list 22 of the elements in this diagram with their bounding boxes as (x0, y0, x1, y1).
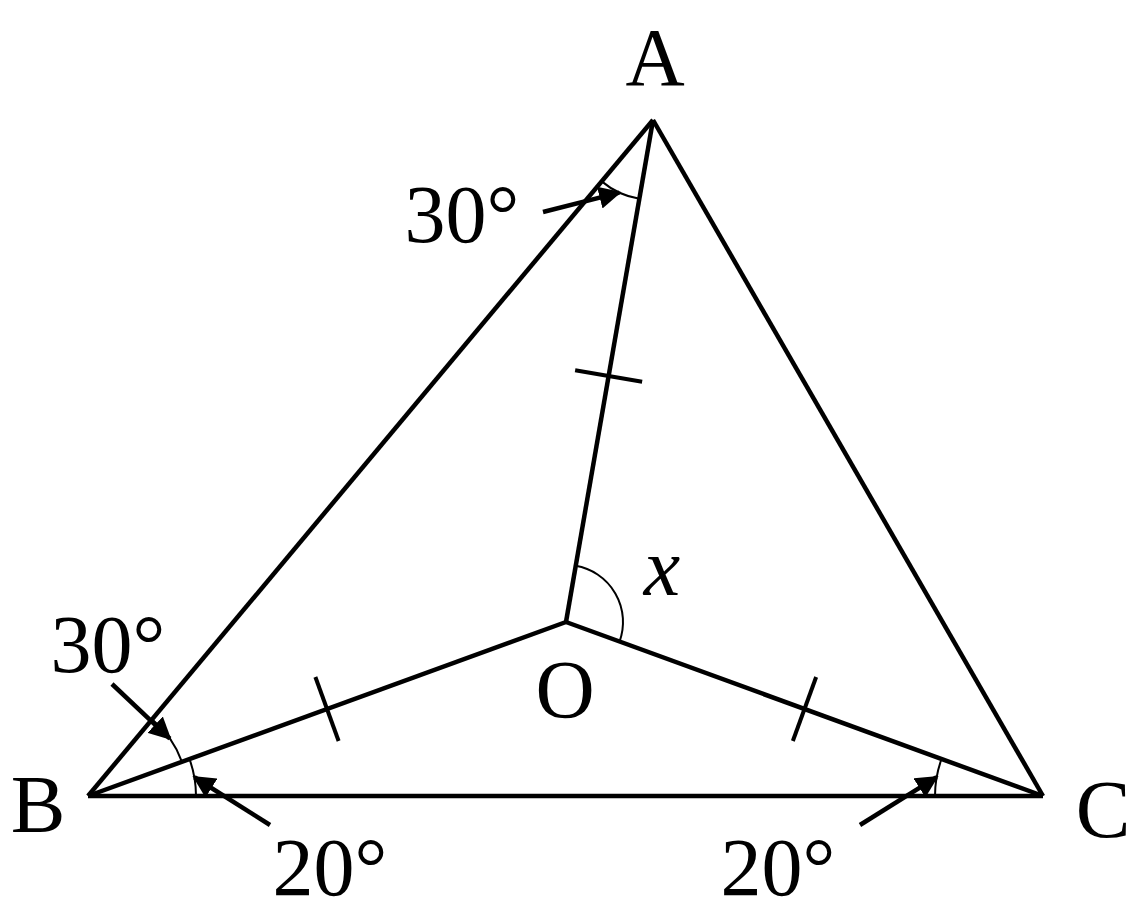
line-segment (86, 118, 655, 798)
angle-arc (188, 758, 197, 797)
leader-arrow (542, 186, 622, 215)
angle-variable-label: x (643, 527, 681, 609)
line-segment (563, 119, 656, 623)
vertex-label: O (535, 649, 595, 731)
vertex-label: A (625, 17, 685, 99)
angle-arc (934, 758, 943, 797)
angle-label: 20° (720, 827, 836, 909)
leader-arrow (192, 775, 272, 827)
leader-arrow (858, 775, 939, 827)
angle-label: 30° (50, 604, 166, 686)
line-segment (87, 619, 567, 799)
angle-label: 30° (404, 174, 520, 256)
leader-arrow (110, 682, 172, 741)
vertex-label: B (10, 764, 66, 846)
angle-label: 20° (272, 827, 388, 909)
line-segment (565, 619, 1044, 799)
line-segment (651, 118, 1045, 798)
angle-arc (151, 718, 183, 763)
line-segment (88, 793, 1043, 799)
vertex-label: C (1075, 769, 1131, 851)
